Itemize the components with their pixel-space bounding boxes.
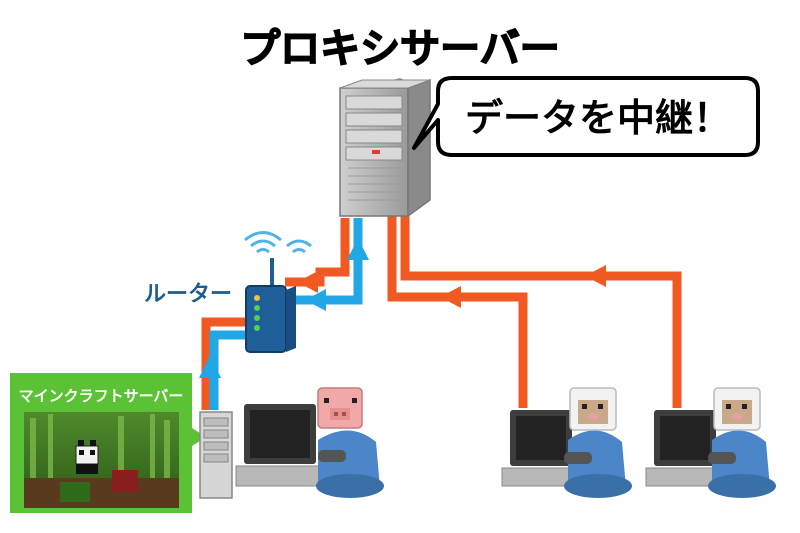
wifi-router-icon (244, 231, 312, 353)
arrow-up-server (347, 238, 369, 260)
orange-line-server-sheep2 (400, 215, 682, 408)
page-title: プロキシサーバー (240, 26, 560, 72)
arrow-right-router (305, 289, 326, 311)
mc-server-panel: マインクラフトサーバー (10, 373, 206, 513)
orange-line-server-sheep1 (387, 215, 528, 408)
arrow-up-pc (199, 355, 221, 378)
panda-icon (75, 440, 99, 474)
speech-bubble-text: データを中継！ (465, 96, 731, 140)
server-tower-icon (339, 78, 431, 218)
router-label: ルーター (144, 282, 232, 307)
blue-line-pc-router (209, 330, 246, 410)
mc-server-label: マインクラフトサーバー (19, 387, 184, 405)
sheep-head-gamer-icon (501, 387, 632, 498)
pig-head-gamer-icon (199, 387, 384, 499)
arrow-left-sheep1 (440, 286, 461, 308)
sheep-head-gamer-icon (645, 387, 776, 498)
arrow-left-sheep2 (585, 265, 606, 287)
arrowheads (199, 238, 606, 378)
arrow-left-router (297, 271, 318, 293)
orange-line-pc-router (201, 317, 246, 410)
speech-bubble: データを中継！ (412, 76, 760, 157)
